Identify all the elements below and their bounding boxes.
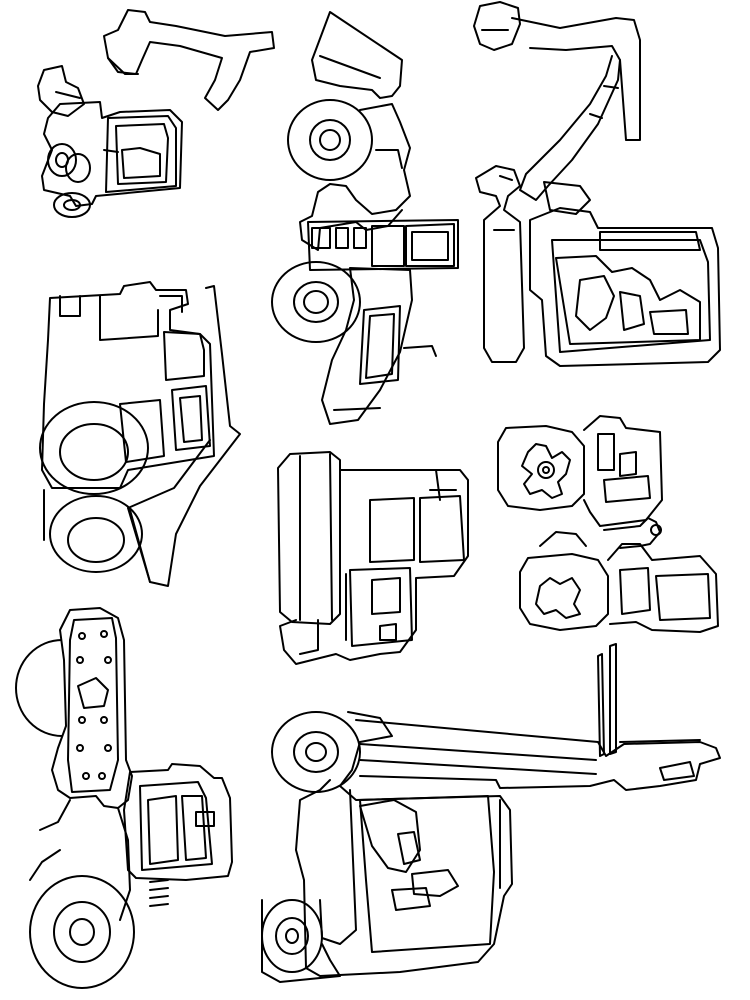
dump-truck-icon (39, 281, 241, 587)
soil-compactor-icon (15, 607, 233, 989)
forklift-icon (261, 643, 721, 983)
compactor-icon (497, 415, 719, 633)
excavator-icon (473, 1, 721, 367)
wheel-loader-icon (271, 11, 459, 425)
road-roller-icon (277, 451, 469, 665)
backhoe-loader-icon (37, 9, 275, 218)
